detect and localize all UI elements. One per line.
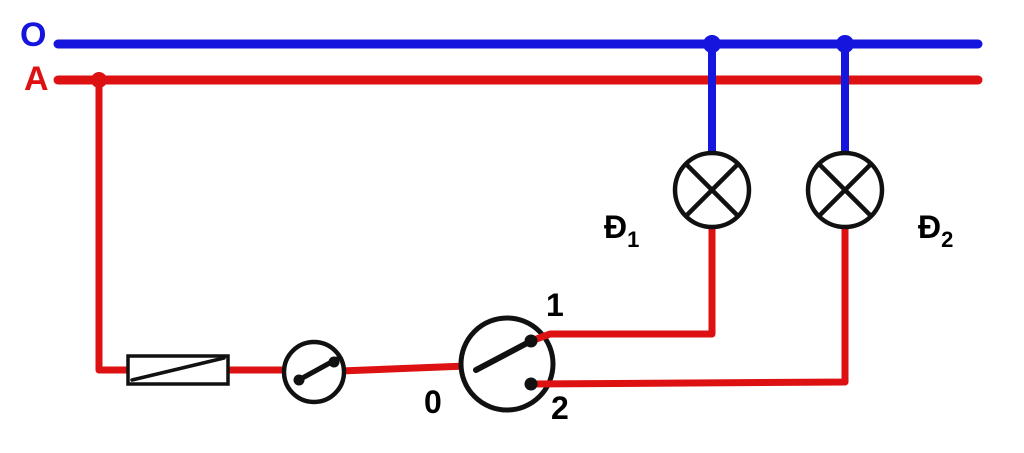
wire-live-drop	[95, 76, 294, 374]
wire-switch-link	[336, 362, 470, 375]
lamp-2-cross-b	[817, 162, 873, 218]
lamp-2-icon	[805, 150, 885, 230]
lamp-2-label-sub: 2	[941, 227, 953, 252]
neutral-line-label: O	[20, 16, 46, 54]
single-switch-terminal-left	[293, 374, 305, 386]
wire-pos2-to-lamp2	[527, 224, 849, 388]
fuse-element	[130, 356, 226, 382]
lamp-1-label-sub: 1	[627, 227, 639, 252]
lamp-2-label: Đ2	[918, 209, 953, 252]
selector-switch-lever	[473, 338, 534, 373]
neutral-junction-dot-2	[836, 35, 854, 53]
selector-switch-body	[458, 315, 556, 413]
switch-position-2-label: 2	[551, 390, 569, 426]
lamp-1-icon	[672, 150, 752, 230]
lamp-1-cross-b	[684, 162, 740, 218]
lamp-1-label-main: Đ	[604, 209, 627, 245]
lamp-2-label-main: Đ	[918, 209, 941, 245]
switch-position-1-label: 1	[546, 287, 564, 323]
single-pole-switch-icon	[281, 339, 347, 405]
selector-terminal-2	[524, 377, 538, 391]
live-line-label: A	[24, 60, 49, 98]
switch-position-0-label: 0	[424, 384, 442, 420]
single-switch-terminal-right	[328, 356, 340, 368]
lamp-1-label: Đ1	[604, 209, 639, 252]
fuse-icon	[126, 354, 230, 386]
selector-terminal-1	[524, 334, 538, 348]
wire-pos1-to-lamp1	[527, 224, 716, 345]
selector-switch-icon	[473, 334, 538, 391]
neutral-junction-dot-1	[703, 35, 721, 53]
